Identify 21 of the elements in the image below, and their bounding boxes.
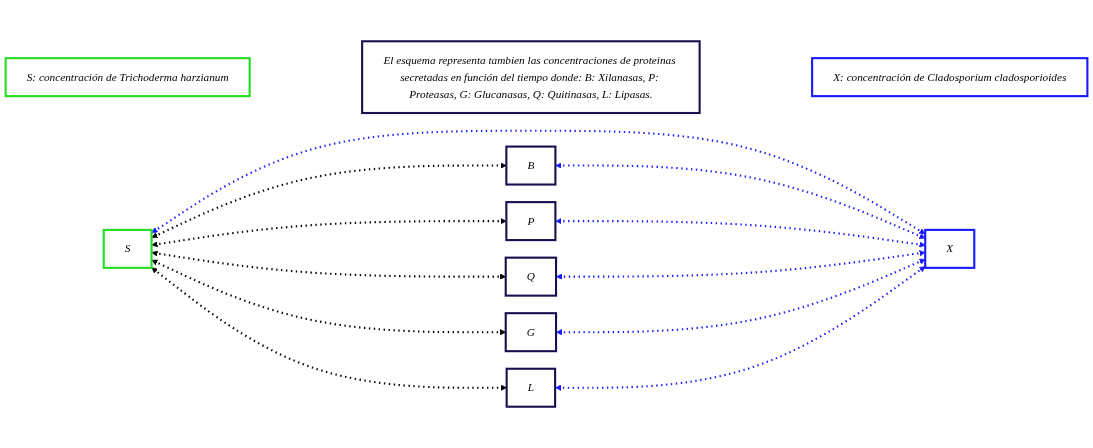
node-box: G bbox=[504, 312, 558, 353]
arrow bbox=[151, 129, 926, 235]
node-box: L bbox=[505, 367, 557, 408]
node-box: El esquema representa tambien las concentraciones de proteinas secretadas en función del tiempo donde: B: Xilanasas, P: Proteasas, G: Glucanasas, Q: Quitinasas, L: Lipasas. bbox=[361, 40, 701, 115]
node-box: Q bbox=[504, 256, 558, 297]
arrow bbox=[556, 250, 926, 280]
arrow bbox=[555, 218, 926, 248]
arrow bbox=[151, 162, 507, 239]
arrow bbox=[151, 259, 506, 336]
node-box: S: concentración de Trichoderma harzianum bbox=[4, 57, 251, 98]
arrow bbox=[556, 258, 926, 336]
arrow bbox=[555, 266, 926, 391]
node-box: X: concentración de Cladosporium cladosporioides bbox=[811, 57, 1089, 98]
node-box: B bbox=[505, 145, 557, 186]
node-box: X bbox=[924, 228, 976, 269]
arrow bbox=[555, 162, 926, 239]
arrow bbox=[151, 267, 507, 391]
arrow bbox=[151, 218, 507, 248]
node-box: S bbox=[102, 228, 153, 269]
node-box: P bbox=[505, 201, 557, 242]
arrow bbox=[151, 250, 506, 280]
